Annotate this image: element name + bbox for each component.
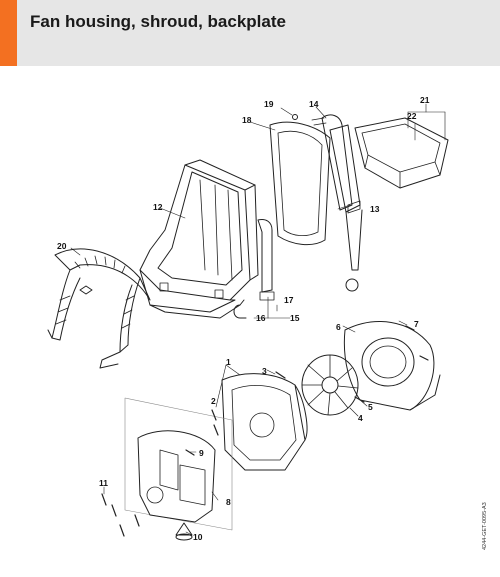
header-accent-bar: [0, 0, 17, 66]
callout-11: 11: [99, 478, 108, 488]
callout-2: 2: [211, 396, 216, 406]
drawing-code: 4244-GET-0095-A3: [482, 502, 488, 550]
callout-15: 15: [290, 313, 300, 323]
part-20-shroud-guard: [47, 248, 151, 369]
callout-labels: 1 2 3 4 5 6 7 8 9 10 11 12 13 14 15 16 1…: [57, 95, 488, 550]
callout-16: 16: [256, 313, 266, 323]
callout-18: 18: [242, 115, 252, 125]
page-title: Fan housing, shroud, backplate: [30, 12, 286, 31]
callout-7: 7: [414, 319, 419, 329]
callout-4: 4: [358, 413, 363, 423]
callout-21: 21: [420, 95, 430, 105]
callout-12: 12: [153, 202, 163, 212]
part-6-fan-housing-rear: [343, 321, 441, 411]
leader-lines: [70, 103, 446, 536]
part-16-hook: [233, 299, 247, 319]
callout-3: 3: [262, 366, 267, 376]
callout-22: 22: [407, 111, 417, 121]
callout-1: 1: [226, 357, 231, 367]
part-12-backplate-frame: [139, 159, 259, 319]
part-1-fan-housing-front: [221, 373, 308, 471]
part-10-cap: [175, 522, 193, 541]
part-17-waist-strap: [257, 219, 275, 301]
part-8-shroud: [124, 397, 233, 531]
callout-20: 20: [57, 241, 67, 251]
callout-6: 6: [336, 322, 341, 332]
screw-set: [101, 325, 429, 537]
page-header: Fan housing, shroud, backplate: [0, 0, 500, 66]
part-21-hip-pad: [354, 117, 449, 189]
callout-9: 9: [199, 448, 204, 458]
part-18-back-pad: [269, 121, 331, 246]
callout-5: 5: [368, 402, 373, 412]
part-19-screw: [280, 107, 298, 120]
callout-14: 14: [309, 99, 319, 109]
callout-17: 17: [284, 295, 294, 305]
callout-10: 10: [193, 532, 203, 542]
callout-19: 19: [264, 99, 274, 109]
part-4-fan-wheel: [301, 354, 359, 416]
callout-8: 8: [226, 497, 231, 507]
part-13-shoulder-strap: [329, 124, 363, 292]
part-14-shoulder-strap-top: [311, 114, 353, 211]
callout-13: 13: [370, 204, 380, 214]
